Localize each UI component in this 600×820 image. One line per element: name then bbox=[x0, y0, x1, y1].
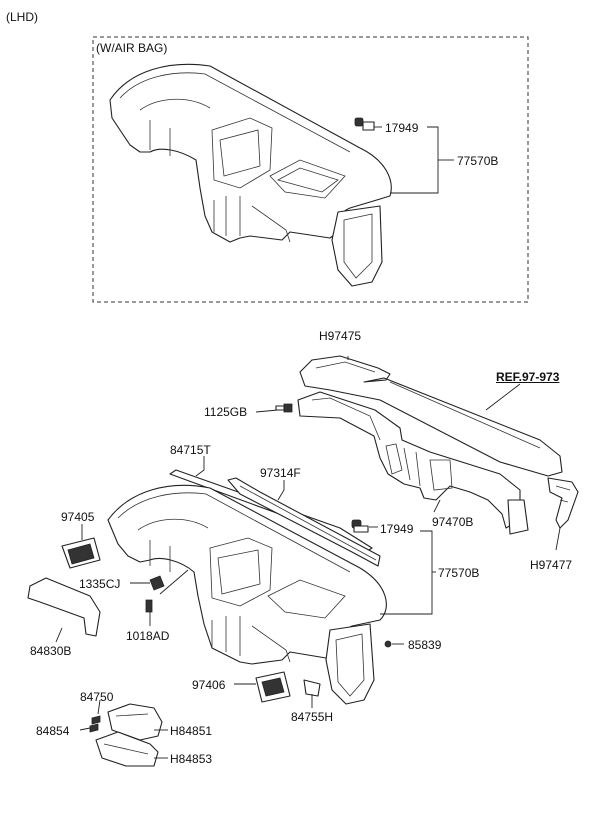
callout-77570b: 77570B bbox=[438, 566, 480, 580]
lower-leader-lines bbox=[55, 356, 561, 759]
airbag-box-title: (W/AIR BAG) bbox=[96, 41, 168, 55]
callout-97314f: 97314F bbox=[260, 466, 301, 480]
screw-1125gb-part bbox=[275, 403, 293, 413]
callout-h97475: H97475 bbox=[319, 329, 362, 343]
callout-1335cj: 1335CJ bbox=[79, 577, 121, 591]
callout-h84851: H84851 bbox=[170, 724, 213, 738]
callout-1018ad: 1018AD bbox=[126, 629, 170, 643]
callout-1125gb: 1125GB bbox=[204, 405, 248, 419]
cover-h84851-part bbox=[107, 703, 163, 741]
clip-84755h-part bbox=[303, 679, 321, 697]
variant-label: (LHD) bbox=[6, 10, 38, 24]
callout-17949: 17949 bbox=[380, 522, 414, 536]
callout-97405: 97405 bbox=[61, 510, 95, 524]
callout-top-77570b: 77570B bbox=[457, 154, 499, 168]
vent-97406-part bbox=[255, 671, 291, 703]
callout-97470b: 97470B bbox=[432, 515, 474, 529]
callout-ref-97-973: REF.97-973 bbox=[496, 370, 560, 384]
duct-assembly-drawing bbox=[275, 355, 579, 535]
callout-84750: 84750 bbox=[80, 690, 114, 704]
callout-84830b: 84830B bbox=[30, 644, 72, 658]
airbag-variant-frame bbox=[92, 36, 529, 303]
fastener-17949-part bbox=[351, 519, 369, 533]
clip-84750-part bbox=[91, 715, 101, 725]
top-leader-lines bbox=[374, 126, 454, 194]
vent-97405-part bbox=[61, 537, 101, 569]
callout-84755h: 84755H bbox=[291, 710, 334, 724]
clip-84854-part bbox=[89, 723, 99, 733]
clip-1335cj-part bbox=[149, 575, 165, 591]
top-fastener-part bbox=[354, 117, 375, 131]
callout-h84853: H84853 bbox=[170, 752, 213, 766]
callout-84715t: 84715T bbox=[170, 443, 211, 457]
callout-97406: 97406 bbox=[192, 678, 226, 692]
callout-h97477: H97477 bbox=[530, 558, 573, 572]
trim-84830b-part bbox=[27, 577, 101, 637]
callout-top-17949: 17949 bbox=[385, 121, 419, 135]
callout-85839: 85839 bbox=[408, 638, 442, 652]
callout-84854: 84854 bbox=[36, 724, 70, 738]
lower-crash-pad-drawing bbox=[27, 469, 392, 767]
top-crash-pad-drawing bbox=[109, 63, 392, 287]
fastener-85839-part bbox=[384, 640, 392, 648]
screw-1018ad-part bbox=[145, 599, 153, 613]
